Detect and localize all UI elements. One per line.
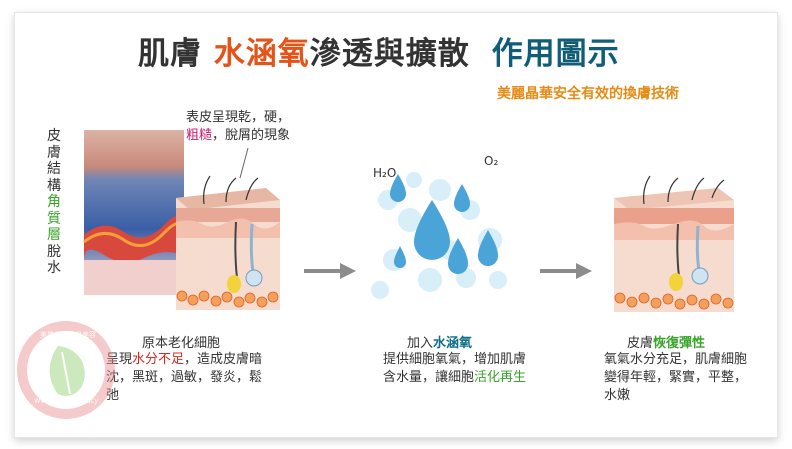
h2o-label: H₂O [373,166,397,180]
aged-skin-illustration [176,175,280,310]
dry-skin-callout: 表皮呈現乾，硬， 粗糙，脫屑的現象 [186,110,291,143]
panel-hydration-description: 提供細胞氧氣，增加肌膚含水量，讓細胞活化再生 [383,352,527,385]
panel-aged-caption: 原本老化細胞 [142,336,221,351]
page-subtitle: 美麗晶華安全有效的換膚技術 [497,86,679,102]
skin-layer-zoom-illustration [83,130,186,295]
page-title: 肌膚 水涵氧滲透與擴散 作用圖示 [138,28,620,73]
skin-structure-label: 皮 膚 結 構 角 質 層 脫 水 [47,128,61,276]
watermark-logo [17,321,115,419]
watermark-ring-text: 美麗晶華醫學美容 [40,331,96,339]
o2-label: O₂ [484,154,499,168]
title-part-diagram: 作用圖示 [491,36,620,72]
title-part-skin: 肌膚 [138,36,202,72]
arrow-right-icon [540,263,592,279]
panel-restored-description: 氧氣水分充足，肌膚細胞變得年輕，緊實，平整，水嫩 [604,352,748,403]
healthy-skin-illustration [614,175,734,312]
panel-restored-caption: 皮膚恢復彈性 [627,336,706,351]
arrow-right-icon [304,263,356,279]
panel-aged-description: 呈現水分不足，造成皮膚暗沈，黑斑，過敏，發炎，鬆弛 [106,352,263,403]
watermark-url-text: www.104beauty [34,396,99,405]
title-part-brand: 水涵氧 [213,36,310,72]
panel-hydration-caption: 加入水涵氧 [407,336,473,351]
title-part-process: 滲透與擴散 [309,36,470,72]
water-oxygen-illustration [371,172,507,299]
